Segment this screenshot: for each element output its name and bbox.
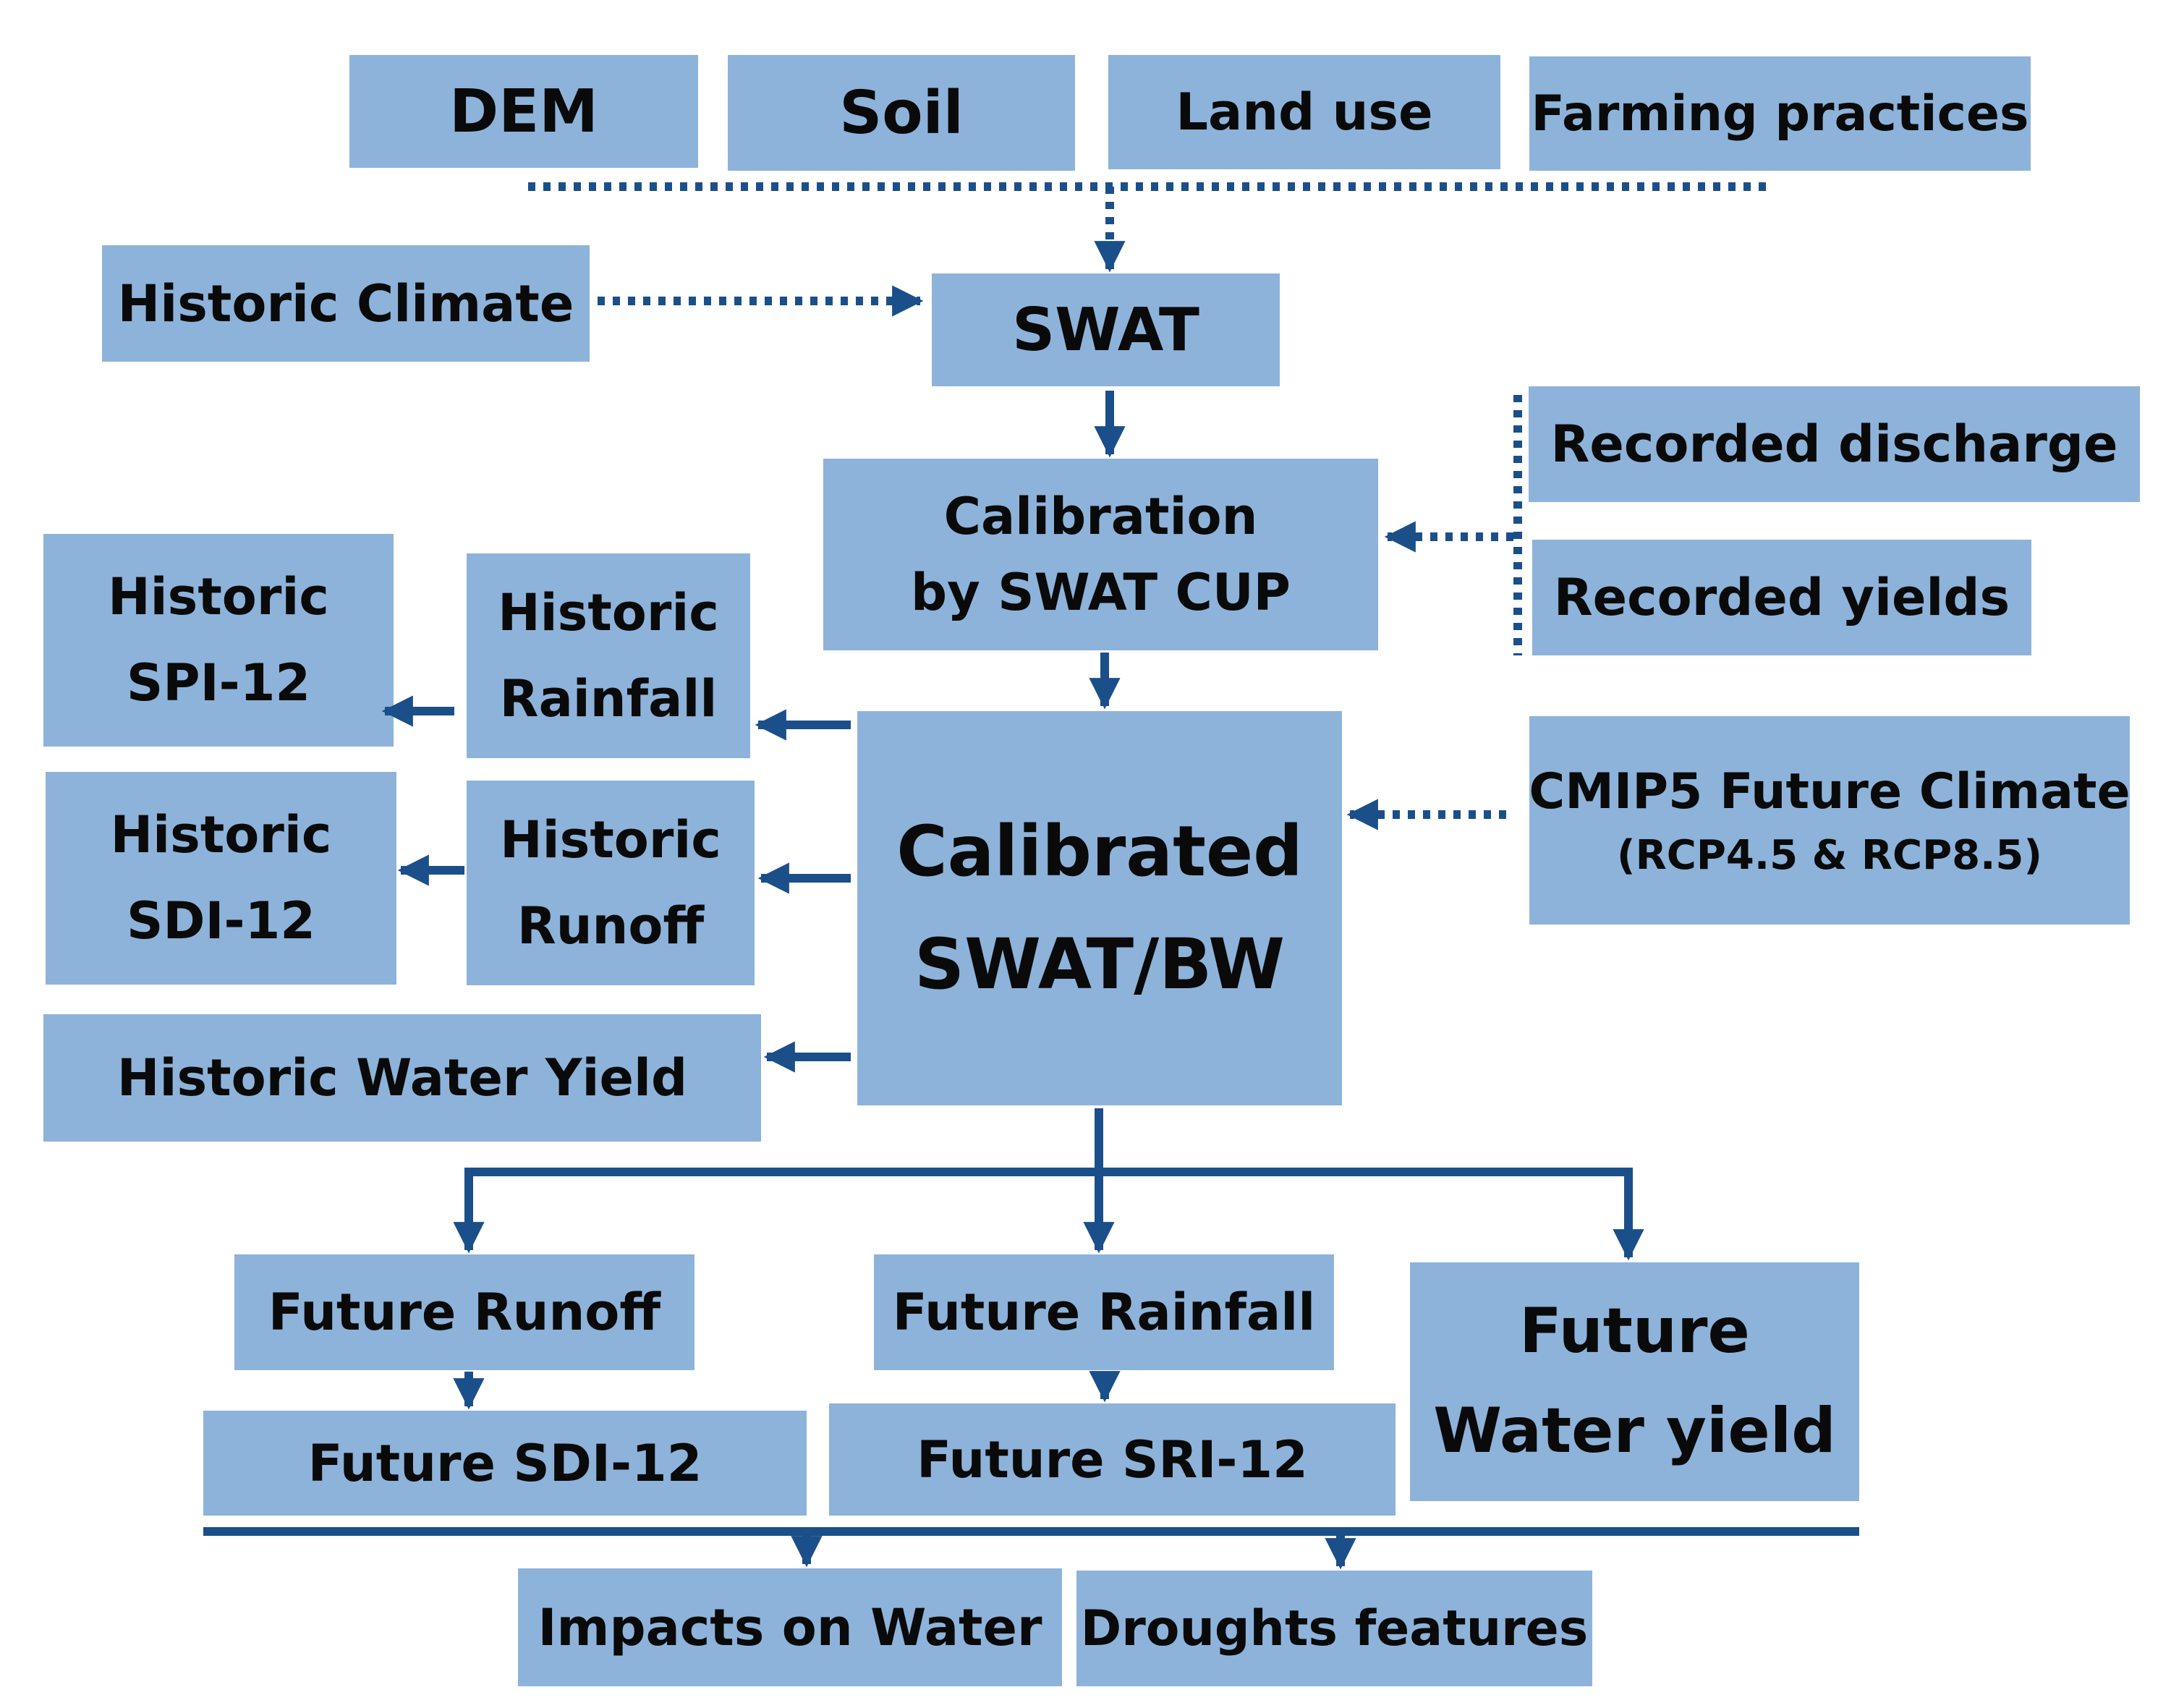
cmip5-line2: (RCP4.5 & RCP8.5) bbox=[1617, 832, 2042, 880]
droughts-features-box: Droughts features bbox=[1076, 1571, 1592, 1686]
historic-climate-box: Historic Climate bbox=[102, 245, 590, 362]
recorded-yields-box: Recorded yields bbox=[1532, 540, 2031, 655]
historic-sdi-line1: Historic bbox=[110, 805, 332, 864]
historic-spi-line1: Historic bbox=[108, 567, 329, 626]
historic-water-yield-label: Historic Water Yield bbox=[116, 1048, 688, 1108]
swat-label: SWAT bbox=[1012, 295, 1199, 365]
historic-sdi-box: Historic SDI-12 bbox=[46, 772, 396, 985]
calibrated-line1: Calibrated bbox=[896, 810, 1303, 892]
future-sri-label: Future SRI-12 bbox=[917, 1429, 1308, 1490]
historic-runoff-line2: Runoff bbox=[517, 896, 705, 956]
historic-climate-label: Historic Climate bbox=[117, 273, 574, 333]
recorded-discharge-label: Recorded discharge bbox=[1550, 415, 2118, 474]
future-water-yield-line1: Future bbox=[1519, 1295, 1750, 1368]
droughts-features-label: Droughts features bbox=[1080, 1599, 1589, 1657]
recorded-yields-label: Recorded yields bbox=[1553, 568, 2010, 627]
future-rainfall-box: Future Rainfall bbox=[874, 1254, 1334, 1370]
calibrated-model-box: Calibrated SWAT/BW bbox=[857, 711, 1342, 1105]
cmip5-box: CMIP5 Future Climate (RCP4.5 & RCP8.5) bbox=[1529, 716, 2131, 925]
calibrated-line2: SWAT/BW bbox=[914, 923, 1285, 1005]
future-sdi-label: Future SDI-12 bbox=[307, 1433, 702, 1493]
historic-rainfall-line1: Historic bbox=[498, 582, 719, 642]
calibration-line1: Calibration bbox=[943, 486, 1258, 546]
dem-box: DEM bbox=[349, 55, 698, 168]
soil-box: Soil bbox=[728, 55, 1075, 171]
historic-rainfall-box: Historic Rainfall bbox=[467, 553, 750, 758]
recorded-discharge-box: Recorded discharge bbox=[1529, 386, 2140, 502]
historic-rainfall-line2: Rainfall bbox=[499, 668, 718, 728]
future-sri-box: Future SRI-12 bbox=[829, 1403, 1396, 1516]
swat-box: SWAT bbox=[932, 273, 1280, 386]
calibration-line2: by SWAT CUP bbox=[911, 562, 1291, 622]
historic-runoff-box: Historic Runoff bbox=[467, 781, 755, 985]
historic-spi-box: Historic SPI-12 bbox=[43, 534, 394, 747]
future-runoff-label: Future Runoff bbox=[268, 1283, 661, 1342]
land-use-label: Land use bbox=[1176, 82, 1433, 142]
farming-practices-label: Farming practices bbox=[1531, 85, 2029, 143]
historic-sdi-line2: SDI-12 bbox=[126, 891, 316, 951]
historic-water-yield-box: Historic Water Yield bbox=[43, 1014, 761, 1142]
calibration-box: Calibration by SWAT CUP bbox=[823, 459, 1378, 650]
historic-runoff-line1: Historic bbox=[500, 810, 721, 870]
farming-practices-box: Farming practices bbox=[1529, 56, 2031, 171]
impacts-on-water-box: Impacts on Water bbox=[518, 1568, 1062, 1686]
land-use-box: Land use bbox=[1108, 55, 1500, 169]
dem-label: DEM bbox=[449, 77, 598, 146]
impacts-on-water-label: Impacts on Water bbox=[538, 1597, 1042, 1657]
future-runoff-box: Future Runoff bbox=[234, 1254, 694, 1370]
cmip5-line1: CMIP5 Future Climate bbox=[1529, 762, 2131, 820]
soil-label: Soil bbox=[839, 78, 964, 148]
future-water-yield-line2: Water yield bbox=[1433, 1395, 1836, 1467]
future-water-yield-box: Future Water yield bbox=[1410, 1262, 1859, 1501]
future-rainfall-label: Future Rainfall bbox=[892, 1283, 1316, 1342]
historic-spi-line2: SPI-12 bbox=[126, 653, 311, 713]
future-sdi-box: Future SDI-12 bbox=[203, 1411, 807, 1516]
